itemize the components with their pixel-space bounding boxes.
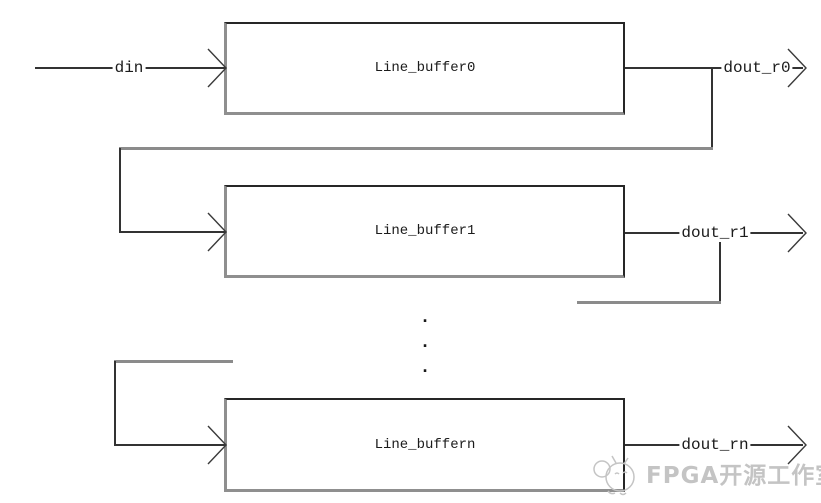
block-line-buffer0-label: Line_buffer0 <box>374 60 476 76</box>
dout-r1-label: dout_r1 <box>679 224 751 242</box>
ellipsis-dot: . <box>419 333 431 353</box>
dout-r0-label: dout_r0 <box>721 59 793 77</box>
dout-r0-arrowhead-icon <box>787 48 807 88</box>
block-line-buffer1-label: Line_buffer1 <box>374 223 476 239</box>
wire-feedback-left-buffern <box>114 361 116 445</box>
mascot-icon <box>593 455 635 496</box>
block-line-buffer0: Line_buffer0 <box>224 22 625 115</box>
ellipsis-dot: . <box>419 358 431 378</box>
wire-feedback-left-buffer1 <box>119 148 121 232</box>
block-line-buffer1: Line_buffer1 <box>224 185 625 278</box>
wire-dout-r1-stub <box>577 301 721 304</box>
buffer1-input-arrowhead-icon <box>207 212 227 252</box>
wire-feedback-top-buffer1 <box>119 147 713 150</box>
buffern-input-arrowhead-icon <box>207 425 227 465</box>
wire-dout-r0-drop <box>711 68 713 149</box>
block-line-buffern-label: Line_buffern <box>374 436 476 453</box>
wire-into-buffern <box>114 444 226 446</box>
wire-dout-r1-drop <box>719 233 721 303</box>
din-arrowhead-icon <box>207 48 227 88</box>
block-line-buffern: Line_buffern <box>224 398 625 492</box>
dout-rn-label: dout_rn <box>679 436 751 454</box>
watermark-text: FPGA开源工作室 <box>646 463 821 489</box>
wire-feedback-top-buffern <box>114 360 233 363</box>
ellipsis-dot: . <box>419 308 431 328</box>
dout-rn-arrowhead-icon <box>787 425 807 465</box>
din-label: din <box>112 59 146 77</box>
wire-dout-r0-output <box>625 67 803 69</box>
wire-into-buffer1 <box>119 231 226 233</box>
dout-r1-arrowhead-icon <box>787 213 807 253</box>
